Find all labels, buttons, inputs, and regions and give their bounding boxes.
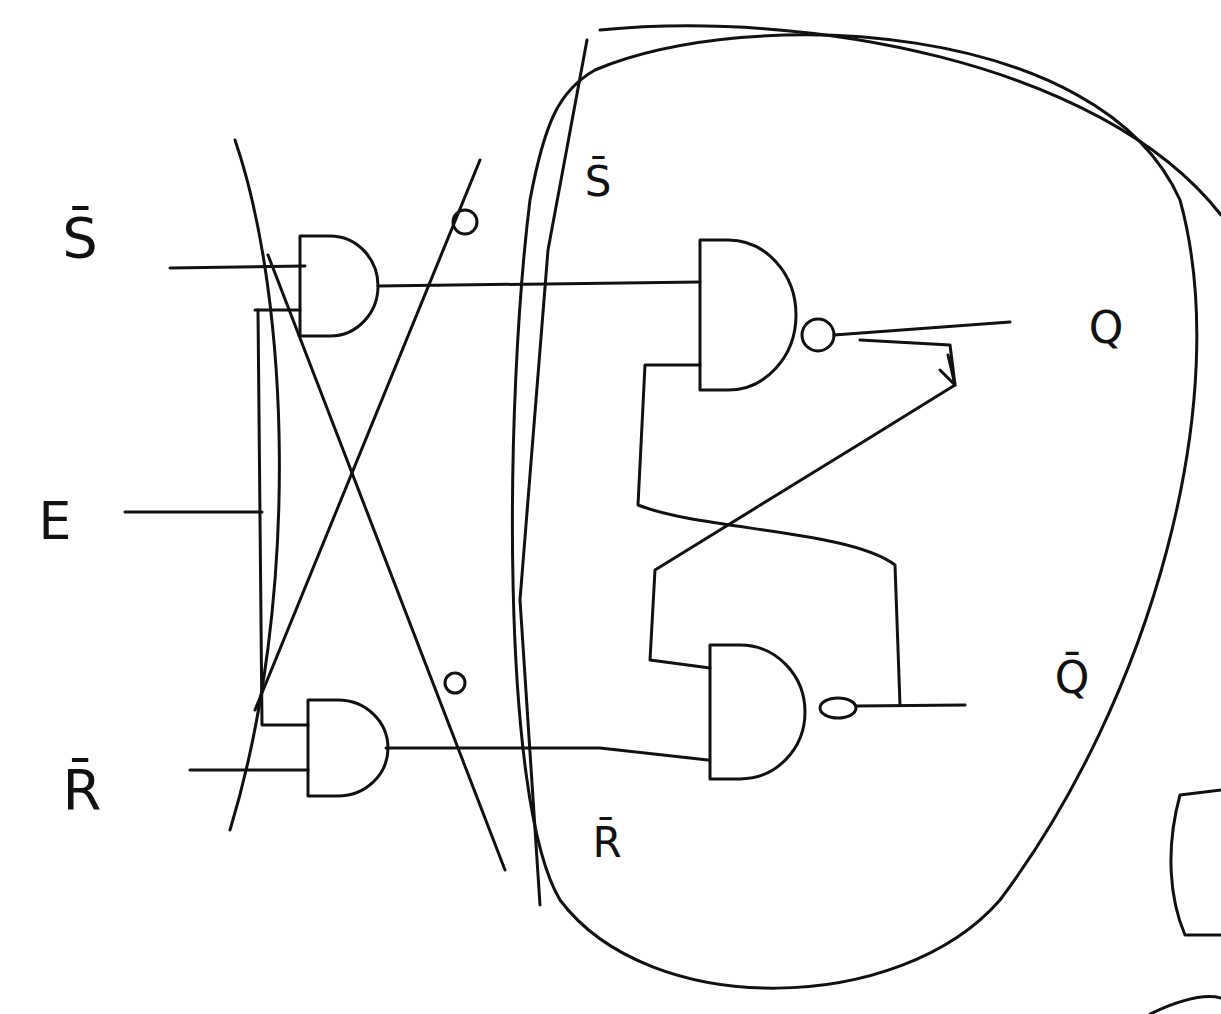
signal-label: Q <box>1089 304 1124 352</box>
wire <box>125 511 262 514</box>
wire <box>258 310 308 725</box>
divider-line <box>520 40 587 905</box>
inversion-bubble <box>453 210 477 234</box>
wire <box>834 322 1010 335</box>
cross-out-line <box>268 255 505 870</box>
signal-label: S̄ <box>585 159 612 205</box>
enclosing-blob <box>512 35 1196 988</box>
signal-label: S̄ <box>62 207 98 269</box>
partial-sketch <box>1171 790 1221 935</box>
inversion-bubble <box>445 673 465 693</box>
wire <box>650 340 955 668</box>
signal-label: R̄ <box>63 759 102 821</box>
nand-gate <box>710 645 805 779</box>
wire <box>940 355 955 385</box>
cross-out-line <box>255 160 480 710</box>
signal-label: Q̄ <box>1055 654 1090 702</box>
wire <box>255 309 300 312</box>
signal-label: E <box>39 493 72 550</box>
wire <box>170 266 305 268</box>
signal-label: R̄ <box>592 820 621 866</box>
wire <box>856 705 965 706</box>
wire <box>190 769 308 772</box>
wire <box>386 748 708 760</box>
wire <box>638 365 900 705</box>
outer-curve <box>600 26 1221 215</box>
partial-sketch <box>1150 997 1221 1014</box>
and-gate <box>300 236 378 336</box>
inversion-bubble <box>820 698 856 718</box>
nand-gate <box>700 240 796 390</box>
inversion-bubble <box>802 319 834 351</box>
wire <box>378 282 700 286</box>
and-gate <box>308 700 388 796</box>
